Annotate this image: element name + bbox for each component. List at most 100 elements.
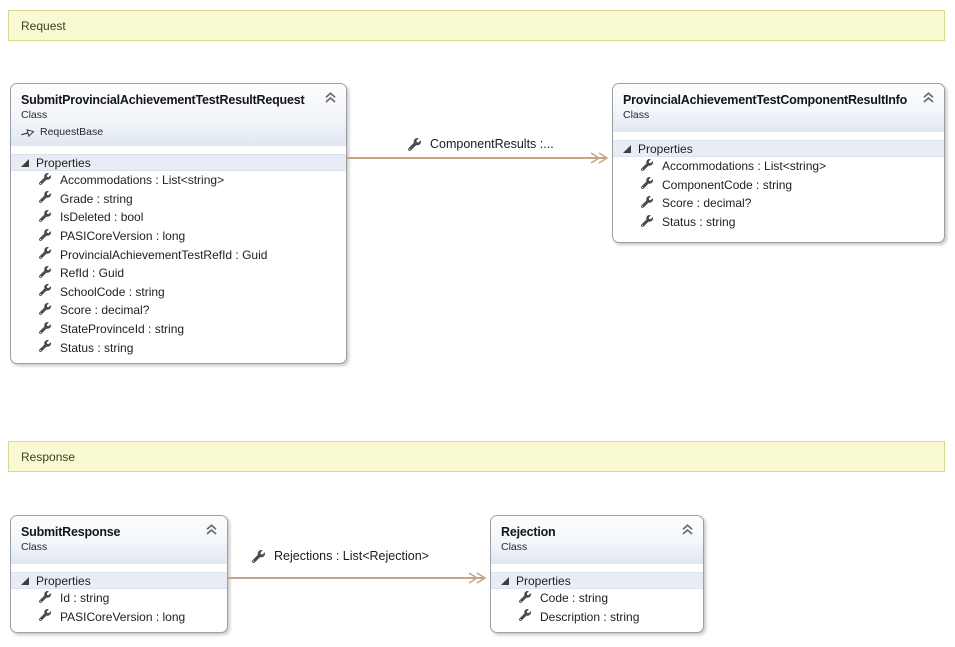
property-label: Accommodations : List<string> [60, 173, 225, 188]
property-label: ProvincialAchievementTestRefId : Guid [60, 247, 268, 262]
properties-list: Code : string Description : string [491, 589, 703, 626]
class-stereotype: Class [21, 541, 48, 553]
association-arrowhead-icon [588, 151, 610, 170]
wrench-icon [518, 609, 531, 624]
class-stereotype: Class [623, 109, 650, 121]
wrench-icon [518, 590, 531, 606]
wrench-icon [38, 302, 51, 318]
wrench-icon [640, 195, 653, 211]
property-label: Score : decimal? [662, 196, 752, 211]
property-label: PASICoreVersion : long [60, 609, 186, 624]
properties-section-header[interactable]: Properties [11, 572, 227, 589]
properties-list: Accommodations : List<string> Grade : st… [11, 171, 346, 357]
property-row[interactable]: RefId : Guid [11, 264, 346, 283]
property-row[interactable]: Status : string [11, 338, 346, 357]
wrench-icon [38, 247, 51, 262]
property-label: SchoolCode : string [60, 284, 165, 299]
property-label: PASICoreVersion : long [60, 229, 186, 244]
association-connector-rejections[interactable] [228, 577, 483, 579]
class-title: SubmitResponse [21, 525, 121, 539]
properties-section-header[interactable]: Properties [11, 154, 346, 171]
wrench-icon [38, 191, 51, 206]
section-label: Properties [36, 573, 91, 588]
wrench-icon [38, 172, 51, 188]
property-row[interactable]: Score : decimal? [11, 301, 346, 320]
property-label: Description : string [540, 609, 640, 624]
property-label: Grade : string [60, 191, 133, 206]
wrench-icon [38, 609, 51, 624]
comment-banner-request-text: Request [21, 18, 66, 33]
property-row[interactable]: Accommodations : List<string> [11, 171, 346, 190]
base-type-row[interactable]: RequestBase [21, 126, 320, 139]
class-node-header: ProvincialAchievementTestComponentResult… [613, 84, 944, 132]
wrench-icon [38, 321, 51, 337]
properties-section-header[interactable]: Properties [613, 140, 944, 157]
property-label: Accommodations : List<string> [662, 159, 827, 174]
property-row[interactable]: Status : string [613, 213, 944, 232]
wrench-icon [38, 340, 51, 355]
property-label: Code : string [540, 591, 609, 606]
expand-triangle-icon[interactable] [21, 158, 29, 167]
wrench-icon [38, 265, 51, 281]
expand-triangle-icon[interactable] [623, 144, 631, 153]
association-connector-component-results[interactable] [347, 157, 605, 159]
collapse-chevron-icon[interactable] [324, 91, 338, 103]
class-node-header: Rejection Class [491, 516, 703, 564]
header-gap [613, 132, 944, 140]
property-label: RefId : Guid [60, 266, 125, 281]
collapse-chevron-icon[interactable] [922, 91, 936, 103]
comment-banner-response[interactable]: Response [8, 441, 945, 472]
class-node-provincial-achievement-test-component-result-info[interactable]: ProvincialAchievementTestComponentResult… [612, 83, 945, 243]
property-row[interactable]: StateProvinceId : string [11, 320, 346, 339]
property-row[interactable]: SchoolCode : string [11, 283, 346, 302]
properties-section-header[interactable]: Properties [491, 572, 703, 589]
wrench-icon [252, 549, 265, 563]
class-stereotype: Class [21, 109, 48, 121]
class-title: Rejection [501, 525, 556, 539]
property-row[interactable]: ComponentCode : string [613, 176, 944, 195]
wrench-icon [640, 177, 653, 192]
header-gap [491, 564, 703, 572]
section-label: Properties [638, 141, 693, 156]
property-row[interactable]: Grade : string [11, 190, 346, 209]
class-node-submit-response[interactable]: SubmitResponse Class Properties Id : str… [10, 515, 228, 634]
property-row[interactable]: ProvincialAchievementTestRefId : Guid [11, 245, 346, 264]
connector-label-rejections[interactable]: Rejections : List<Rejection> [252, 549, 429, 563]
class-node-rejection[interactable]: Rejection Class Properties Code : string… [490, 515, 704, 634]
wrench-icon [640, 158, 653, 174]
comment-banner-response-text: Response [21, 449, 76, 464]
header-gap [11, 564, 227, 572]
property-label: IsDeleted : bool [60, 210, 144, 225]
comment-banner-request[interactable]: Request [8, 10, 945, 41]
wrench-icon [38, 209, 51, 225]
properties-list: Accommodations : List<string> ComponentC… [613, 157, 944, 231]
class-node-submit-provincial-achievement-test-result-request[interactable]: SubmitProvincialAchievementTestResultReq… [10, 83, 347, 364]
wrench-icon [38, 590, 51, 606]
property-label: StateProvinceId : string [60, 322, 185, 337]
property-row[interactable]: Description : string [491, 608, 703, 627]
expand-triangle-icon[interactable] [21, 576, 29, 585]
property-label: ComponentCode : string [662, 177, 793, 192]
property-label: Status : string [60, 340, 134, 355]
property-row[interactable]: IsDeleted : bool [11, 208, 346, 227]
wrench-icon [640, 214, 653, 230]
collapse-chevron-icon[interactable] [205, 523, 219, 535]
base-type-label: RequestBase [40, 126, 104, 138]
wrench-icon [408, 137, 421, 151]
property-row[interactable]: PASICoreVersion : long [11, 227, 346, 246]
collapse-chevron-icon[interactable] [681, 523, 695, 535]
class-stereotype: Class [501, 541, 528, 553]
property-row[interactable]: Id : string [11, 589, 227, 608]
properties-list: Id : string PASICoreVersion : long [11, 589, 227, 626]
connector-label-component-results[interactable]: ComponentResults :... [408, 137, 554, 151]
connector-label-text: Rejections : List<Rejection> [274, 549, 429, 563]
property-row[interactable]: Accommodations : List<string> [613, 157, 944, 176]
property-label: Status : string [662, 215, 736, 230]
property-row[interactable]: Score : decimal? [613, 194, 944, 213]
expand-triangle-icon[interactable] [501, 576, 509, 585]
property-row[interactable]: Code : string [491, 589, 703, 608]
class-node-header: SubmitProvincialAchievementTestResultReq… [11, 84, 346, 146]
header-gap [11, 146, 346, 154]
connector-label-text: ComponentResults :... [430, 137, 554, 151]
property-row[interactable]: PASICoreVersion : long [11, 608, 227, 627]
